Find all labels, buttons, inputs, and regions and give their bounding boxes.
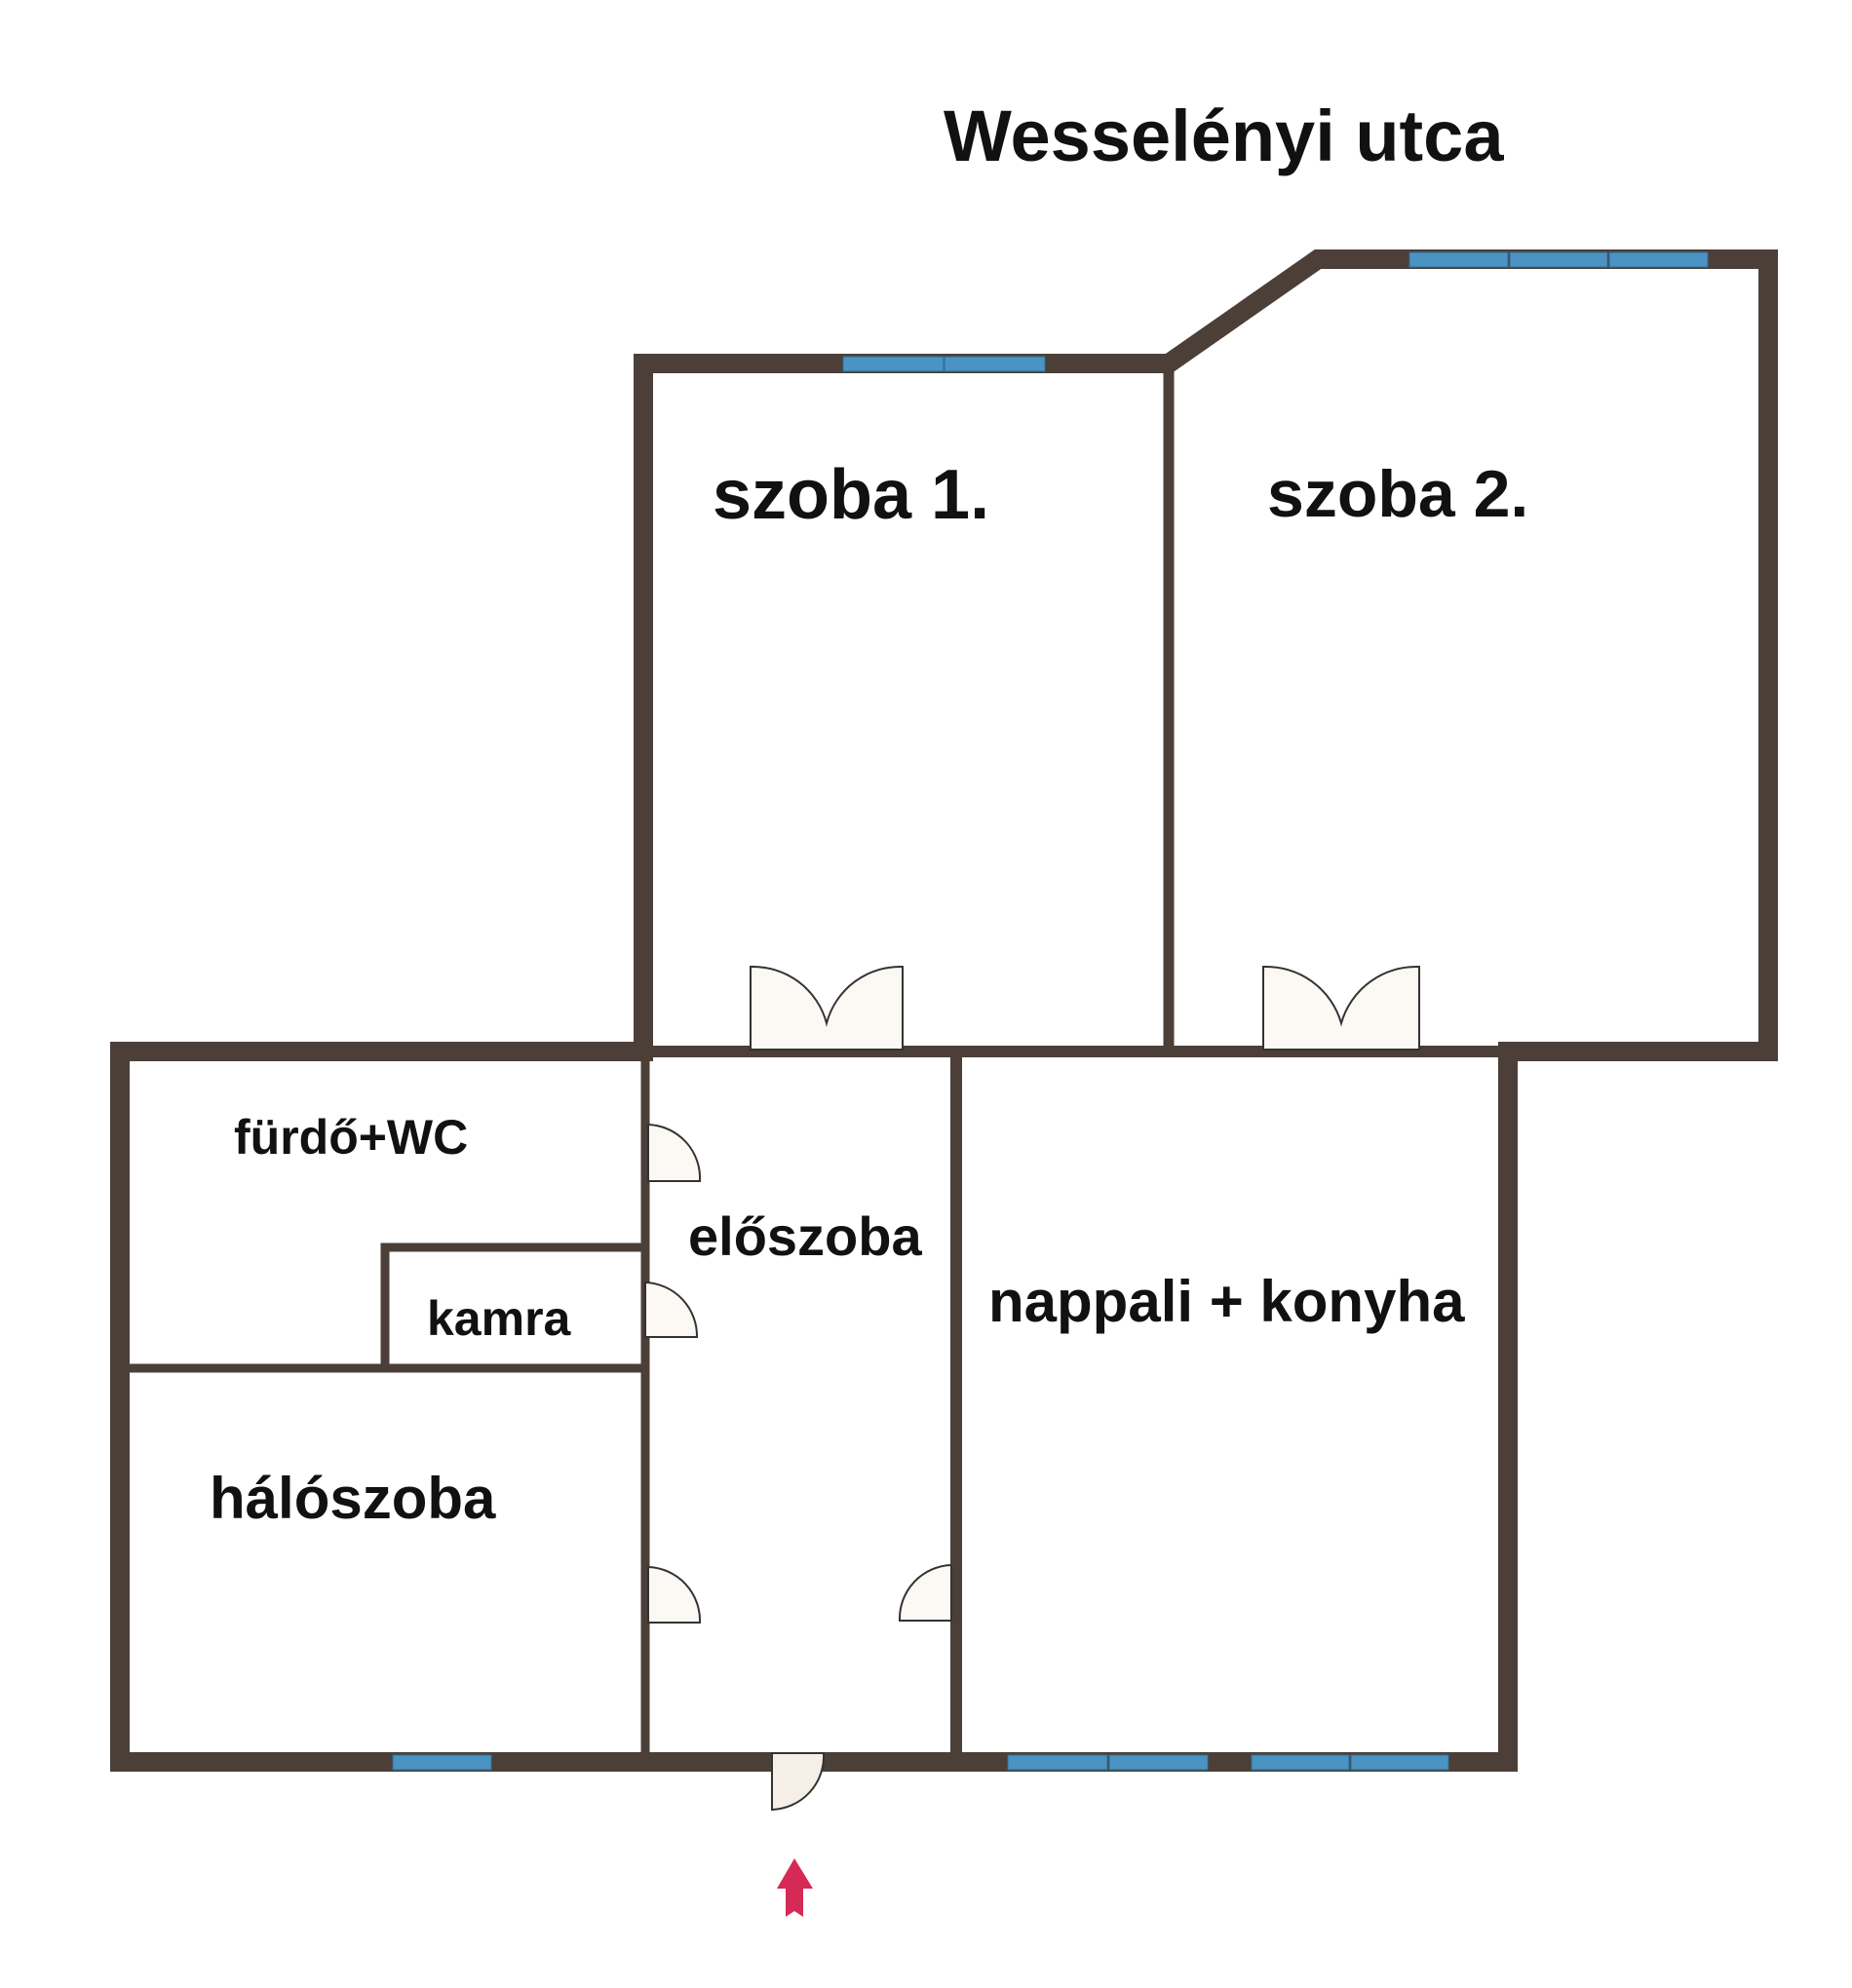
window: [1509, 251, 1608, 268]
window: [842, 356, 945, 372]
double-door-room2: [1262, 965, 1420, 1051]
street-label: Wesselényi utca: [944, 96, 1504, 176]
window: [944, 356, 1046, 372]
window: [1350, 1754, 1449, 1771]
room-label-pantry: kamra: [427, 1291, 572, 1346]
double-door-room1: [750, 965, 904, 1051]
door-living: [898, 1563, 952, 1622]
window: [1251, 1754, 1350, 1771]
lower-outer-wall: [110, 1042, 1518, 1772]
room-label-szoba-2: szoba 2.: [1267, 457, 1528, 531]
walls: [110, 249, 1778, 1772]
window: [1007, 1754, 1108, 1771]
pantry-wall: [380, 1242, 648, 1373]
window: [1408, 251, 1509, 268]
entrance-door: [771, 1752, 826, 1812]
door-bathroom: [647, 1123, 702, 1182]
doors: [644, 965, 1420, 1812]
upper-outer-wall: [634, 249, 1778, 1061]
entrance-arrow-icon: [777, 1858, 813, 1917]
room-label-szoba-1: szoba 1.: [713, 456, 989, 534]
room-label-bedroom: hálószoba: [210, 1466, 496, 1531]
room-label-hall: előszoba: [688, 1205, 922, 1267]
window: [1108, 1754, 1209, 1771]
door-pantry: [644, 1281, 699, 1338]
room-label-living-kitchen: nappali + konyha: [988, 1269, 1465, 1334]
room-label-bathroom: fürdő+WC: [234, 1110, 468, 1165]
windows: [392, 251, 1709, 1771]
window: [1608, 251, 1709, 268]
window: [392, 1754, 492, 1771]
door-bedroom: [647, 1565, 702, 1624]
